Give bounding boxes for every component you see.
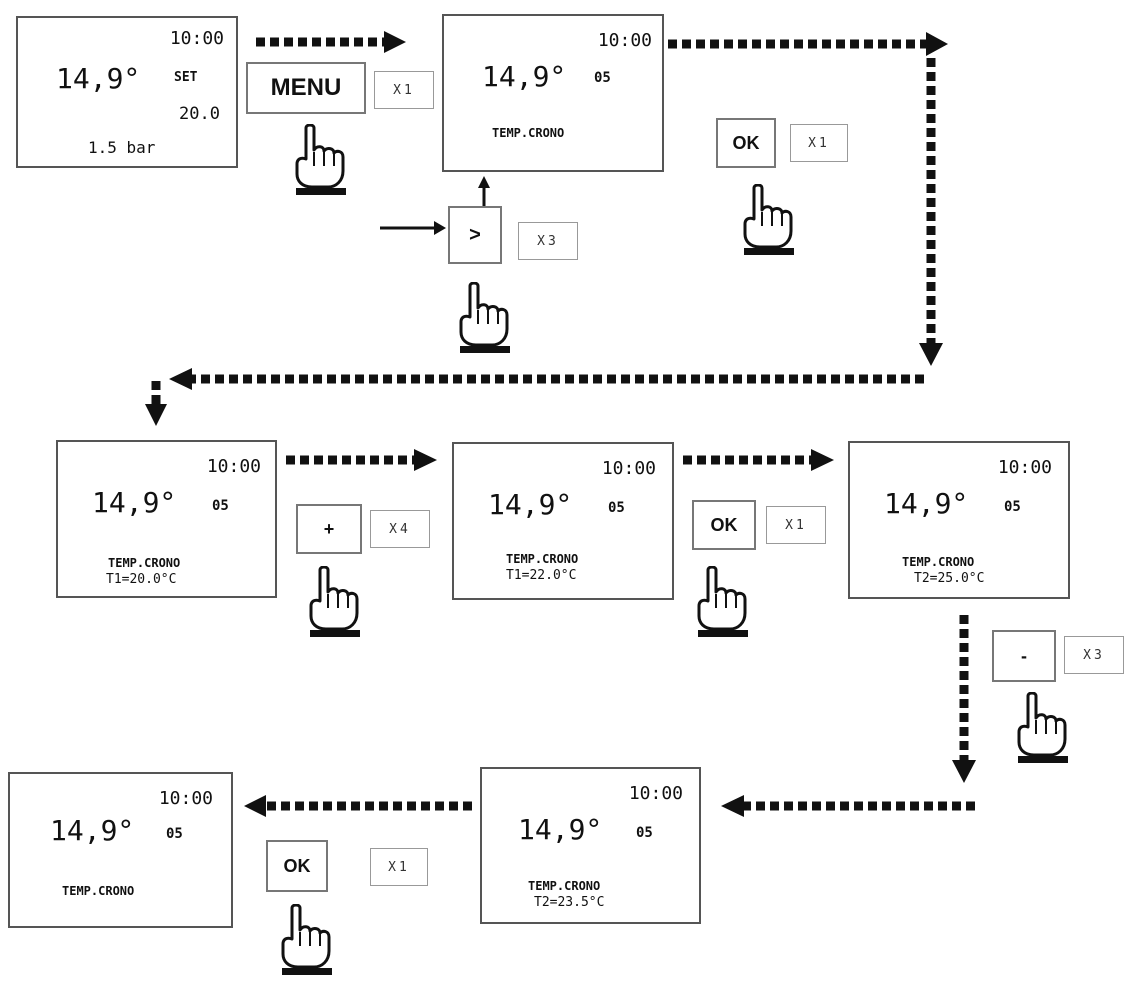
plus-button[interactable]: + <box>296 504 362 554</box>
program-number: 05 <box>608 500 625 516</box>
pointing-hand-icon <box>280 904 334 977</box>
set-value: T1=22.0°C <box>506 568 577 583</box>
room-temperature: 14,9° <box>92 486 177 519</box>
press-count: X1 <box>766 506 826 544</box>
pointing-hand-icon <box>294 124 348 197</box>
press-count: X1 <box>790 124 848 162</box>
pointing-hand-icon <box>458 282 512 355</box>
dotted-arrow-7 <box>721 795 975 817</box>
dotted-arrow-1 <box>256 31 406 53</box>
menu-button[interactable]: MENU <box>246 62 366 114</box>
display-screen-1: 10:00 14,9° SET 20.0 1.5 bar <box>16 16 238 168</box>
press-count: X3 <box>518 222 578 260</box>
room-temperature: 14,9° <box>50 814 135 847</box>
program-number: 05 <box>166 826 183 842</box>
dotted-arrow-3 <box>145 368 924 426</box>
ok-button[interactable]: OK <box>692 500 756 550</box>
room-temperature: 14,9° <box>518 813 603 846</box>
press-count: X1 <box>374 71 434 109</box>
mode-label: TEMP.CRONO <box>492 126 565 140</box>
set-temperature: 20.0 <box>179 104 220 124</box>
dotted-arrow-6 <box>952 615 976 783</box>
display-screen-7: 10:00 14,9° 05 TEMP.CRONO <box>8 772 233 928</box>
clock-time: 10:00 <box>169 28 224 49</box>
room-temperature: 14,9° <box>488 488 573 521</box>
mode-label: TEMP.CRONO <box>528 879 601 893</box>
press-count: X3 <box>1064 636 1124 674</box>
clock-time: 10:00 <box>158 788 213 809</box>
display-screen-5: 10:00 14,9° 05 TEMP.CRONO T2=25.0°C <box>848 441 1070 599</box>
program-number: 05 <box>1004 499 1021 515</box>
mode-label: TEMP.CRONO <box>902 555 975 569</box>
pointing-hand-icon <box>1016 692 1070 765</box>
display-screen-3: 10:00 14,9° 05 TEMP.CRONO T1=20.0°C <box>56 440 277 598</box>
dotted-arrow-4 <box>286 449 437 471</box>
entry-arrow <box>380 176 490 235</box>
program-number: 05 <box>594 70 611 86</box>
clock-time: 10:00 <box>206 456 261 477</box>
program-number: 05 <box>212 498 229 514</box>
display-screen-4: 10:00 14,9° 05 TEMP.CRONO T1=22.0°C <box>452 442 674 600</box>
mode-label: TEMP.CRONO <box>506 552 579 566</box>
mode-label: TEMP.CRONO <box>108 556 181 570</box>
clock-time: 10:00 <box>597 30 652 51</box>
pointing-hand-icon <box>308 566 362 639</box>
ok-button[interactable]: OK <box>266 840 328 892</box>
pointing-hand-icon <box>742 184 796 257</box>
display-screen-2: 10:00 14,9° 05 TEMP.CRONO <box>442 14 664 172</box>
next-button[interactable]: > <box>448 206 502 264</box>
dotted-arrow-2 <box>668 32 948 366</box>
room-temperature: 14,9° <box>482 60 567 93</box>
program-number: 05 <box>636 825 653 841</box>
set-value: T2=25.0°C <box>914 571 985 586</box>
pointing-hand-icon <box>696 566 750 639</box>
minus-button[interactable]: - <box>992 630 1056 682</box>
dotted-arrow-8 <box>244 795 472 817</box>
set-value: T2=23.5°C <box>534 895 605 910</box>
clock-time: 10:00 <box>601 458 656 479</box>
room-temperature: 14,9° <box>884 487 969 520</box>
pressure-readout: 1.5 bar <box>88 138 156 157</box>
press-count: X1 <box>370 848 428 886</box>
clock-time: 10:00 <box>997 457 1052 478</box>
dotted-arrow-5 <box>683 449 834 471</box>
ok-button[interactable]: OK <box>716 118 776 168</box>
set-value: T1=20.0°C <box>106 572 177 587</box>
clock-time: 10:00 <box>628 783 683 804</box>
set-label: SET <box>174 70 198 85</box>
mode-label: TEMP.CRONO <box>62 884 135 898</box>
press-count: X4 <box>370 510 430 548</box>
room-temperature: 14,9° <box>56 62 141 95</box>
display-screen-6: 10:00 14,9° 05 TEMP.CRONO T2=23.5°C <box>480 767 701 924</box>
